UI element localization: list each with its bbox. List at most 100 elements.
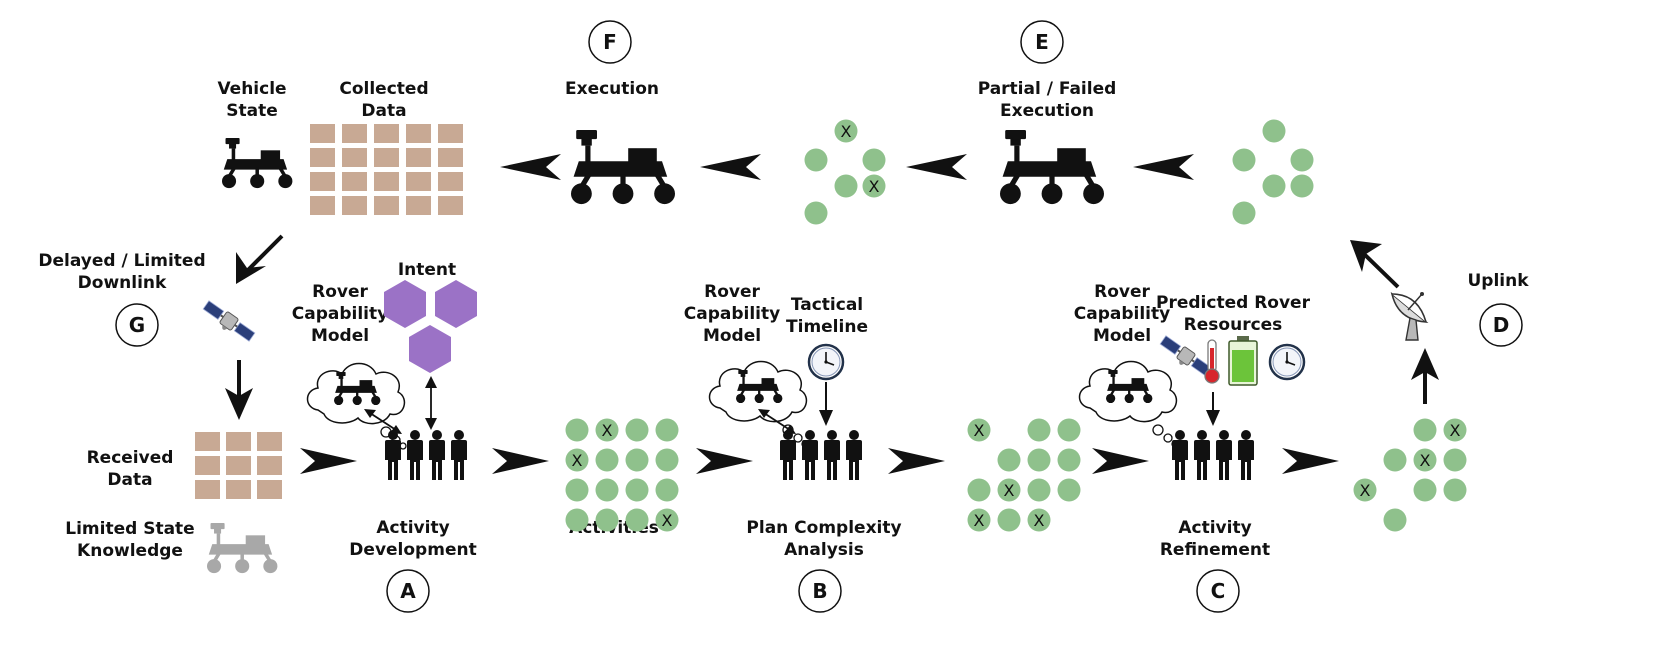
activity-dot [804, 148, 828, 172]
thermometer-icon [1204, 339, 1220, 384]
svg-text:F: F [603, 30, 617, 54]
clock-icon [807, 343, 845, 381]
label-line: Downlink [78, 273, 167, 293]
activity-dot [595, 508, 619, 532]
activity-dot [1027, 448, 1051, 472]
battery-icon [1228, 335, 1258, 386]
data-cell [406, 148, 431, 167]
activity-cluster-uplinked [1232, 119, 1314, 225]
thought-cloud-icon [1078, 360, 1179, 448]
activity-dot [1383, 508, 1407, 532]
stage-letter-f: F [588, 20, 632, 64]
intent-hexagon [409, 325, 451, 373]
label-line: Capability [1074, 304, 1170, 324]
label-line: Analysis [784, 540, 864, 560]
clock-icon [1268, 343, 1306, 381]
activity-dot [1413, 418, 1437, 442]
activity-dot [862, 148, 886, 172]
data-cell [438, 196, 463, 215]
arrow-left-icon [1133, 154, 1194, 180]
label-line: Partial / Failed [978, 79, 1117, 99]
failed-mark: X [1450, 421, 1461, 440]
label-line: Collected [339, 79, 428, 99]
svg-text:C: C [1211, 579, 1226, 603]
intent-hexagons [384, 280, 477, 373]
arrow-right-icon [1282, 448, 1339, 474]
svg-text:E: E [1035, 30, 1049, 54]
rover-icon [220, 136, 295, 190]
activity-cluster-execution: XX [804, 119, 886, 225]
arrow-right-icon [1092, 448, 1149, 474]
activity-dot [1262, 119, 1286, 143]
label-line: Tactical [791, 295, 863, 315]
label-line: Model [311, 326, 369, 346]
label-line: Capability [292, 304, 388, 324]
connector-arrows [225, 234, 1439, 426]
stage-letter-a: A [386, 569, 430, 613]
activity-dot-failed [595, 418, 619, 442]
label-line: Knowledge [77, 541, 183, 561]
activity-dot [967, 478, 991, 502]
activity-dot-failed [565, 448, 589, 472]
arrow-right-icon [696, 448, 753, 474]
label-line: Plan Complexity [746, 518, 901, 538]
activity-dot [1232, 148, 1256, 172]
arrow-up-icon [1411, 348, 1439, 380]
activity-dot [1413, 478, 1437, 502]
activity-dot-failed [834, 119, 858, 143]
activity-dot [565, 478, 589, 502]
data-cell [310, 124, 335, 143]
activity-dot [1262, 174, 1286, 198]
label-line: Data [107, 470, 152, 490]
label-line: Model [1093, 326, 1151, 346]
data-cell [257, 480, 282, 499]
activity-cluster-refined: XXX [1353, 418, 1467, 532]
data-cell [438, 148, 463, 167]
failed-mark: X [662, 511, 673, 530]
rover-icon-gray [205, 521, 280, 575]
activity-cluster-activities: XXX [565, 418, 679, 532]
label-line: Execution [565, 79, 659, 99]
stage-letter-c: C [1196, 569, 1240, 613]
activity-dot [1290, 174, 1314, 198]
svg-text:B: B [812, 579, 827, 603]
satellite-icon [199, 298, 257, 347]
data-cell [342, 196, 367, 215]
label-line: Delayed / Limited [38, 251, 205, 271]
activity-dot [595, 478, 619, 502]
failed-mark: X [1034, 511, 1045, 530]
activity-dot-failed [967, 508, 991, 532]
activity-dot-failed [967, 418, 991, 442]
svg-text:D: D [1493, 313, 1510, 337]
failed-mark: X [1420, 451, 1431, 470]
data-cell [310, 172, 335, 191]
svg-text:G: G [129, 313, 145, 337]
data-cell [226, 480, 251, 499]
stage-letter-d: D [1479, 303, 1523, 347]
activity-dot [1057, 448, 1081, 472]
flow-arrows [300, 154, 1339, 474]
arrow-left-icon [700, 154, 761, 180]
arrow-right-icon [492, 448, 549, 474]
label-line: Vehicle [217, 79, 286, 99]
data-cell [438, 172, 463, 191]
activity-dot [1383, 448, 1407, 472]
activity-dot [565, 418, 589, 442]
activity-dot [565, 508, 589, 532]
label-line: Model [703, 326, 761, 346]
label-line: Resources [1184, 315, 1283, 335]
activity-dot [804, 201, 828, 225]
svg-text:A: A [400, 579, 416, 603]
label-line: Refinement [1160, 540, 1270, 560]
label-line: Predicted Rover [1156, 293, 1311, 313]
data-cell [342, 124, 367, 143]
